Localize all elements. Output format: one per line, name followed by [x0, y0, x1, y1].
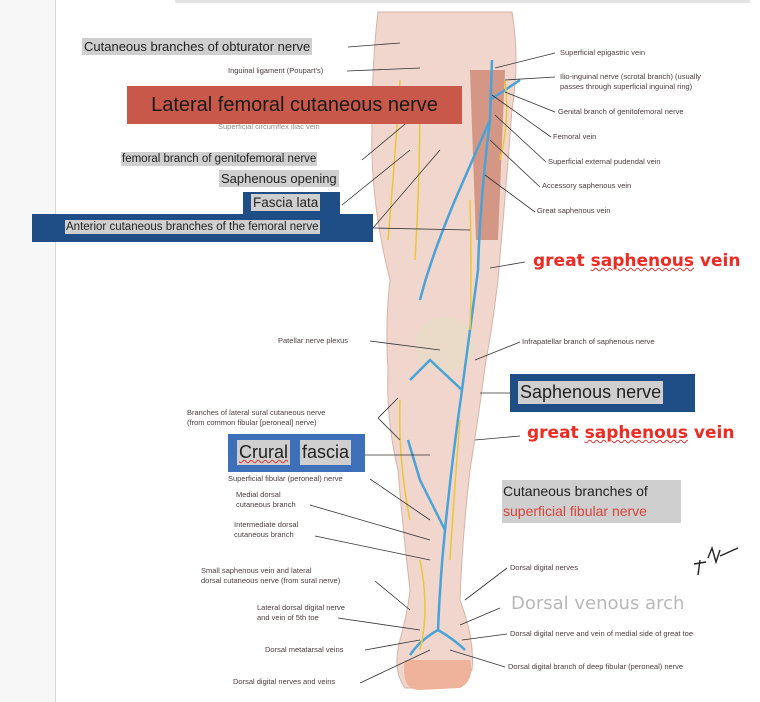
label-fascia: fascia: [300, 440, 352, 465]
spellcheck-word: saphenous: [590, 251, 695, 271]
label-epigastric: Superficial epigastric vein: [560, 48, 646, 57]
label-digital-nerves-veins: Dorsal digital nerves and veins: [233, 677, 336, 686]
great-saphenous-text-1: great saphenous vein: [533, 251, 741, 271]
label-intermediate-1: Intermediate dorsal: [234, 520, 299, 529]
label-lateral-sural-1: Branches of lateral sural cutaneous nerv…: [187, 408, 326, 417]
label-saphenous-nerve: Saphenous nerve: [518, 381, 664, 404]
label-intermediate-2: cutaneous branch: [234, 530, 294, 539]
label-genital-branch: Genital branch of genitofemoral nerve: [558, 107, 684, 116]
label-metatarsal: Dorsal metatarsal veins: [265, 645, 344, 654]
label-great-saphenous-small: Great saphenous vein: [537, 206, 611, 215]
saphenous-nerve-box: Saphenous nerve: [510, 374, 695, 412]
cutaneous-fibular-line-1: Cutaneous branches of: [503, 483, 648, 499]
label-small-saphenous-1: Small saphenous vein and lateral: [201, 566, 312, 575]
fascia-lata-box: Fascia lata: [243, 192, 340, 216]
label-cutaneous-fibular: Cutaneous branches of superficial fibula…: [502, 480, 681, 523]
label-femoral-vein: Femoral vein: [553, 132, 597, 141]
label-fascia-lata: Fascia lata: [251, 194, 321, 211]
label-inguinal: Inguinal ligament (Poupart's): [228, 66, 324, 75]
label-lateral-femoral: Lateral femoral cutaneous nerve: [127, 86, 462, 124]
label-pudendal: Superficial external pudendal vein: [548, 157, 661, 166]
label-genitofemoral: femoral branch of genitofemoral nerve: [121, 152, 318, 166]
label-ilioinguinal-2: passes through superficial inguinal ring…: [560, 82, 693, 91]
label-accessory: Accessory saphenous vein: [542, 181, 632, 190]
label-medial-dorsal-1: Medial dorsal: [236, 490, 281, 499]
cutaneous-fibular-line-2: superficial fibular nerve: [503, 503, 647, 519]
label-crural: Crural: [237, 440, 291, 465]
label-lateral-digital-2: and vein of 5th toe: [257, 613, 319, 622]
veins: [406, 59, 521, 656]
label-circumflex: Superficial circumflex iliac vein: [218, 122, 320, 131]
label-superficial-fibular: Superficial fibular (peroneal) nerve: [228, 474, 343, 483]
label-lateral-digital-1: Lateral dorsal digital nerve: [257, 603, 345, 612]
label-great-saphenous-red-2: great saphenous vein: [527, 423, 734, 443]
signature-mark: [693, 545, 739, 576]
label-great-toe: Dorsal digital nerve and vein of medial …: [510, 629, 694, 638]
label-deep-fibular: Dorsal digital branch of deep fibular (p…: [508, 662, 684, 671]
crural-fascia-box: Crural fascia: [228, 434, 365, 472]
label-dorsal-digital: Dorsal digital nerves: [510, 563, 578, 572]
spellcheck-word: saphenous: [584, 423, 689, 443]
left-panel: [0, 0, 56, 702]
label-ilioinguinal-1: Ilio-inguinal nerve (scrotal branch) (us…: [560, 72, 701, 81]
label-venous-arch: Dorsal venous arch: [511, 593, 685, 614]
label-great-saphenous-red-1: great saphenous vein: [533, 251, 740, 271]
label-small-saphenous-2: dorsal cutaneous nerve (from sural nerve…: [201, 576, 341, 585]
label-saphenous-opening: Saphenous opening: [219, 170, 339, 187]
label-patellar: Patellar nerve plexus: [278, 336, 349, 345]
leader-lines: [309, 42, 556, 684]
lateral-femoral-text: Lateral femoral cutaneous nerve: [151, 93, 438, 116]
label-medial-dorsal-2: cutaneous branch: [236, 500, 296, 509]
anterior-cutaneous-box: Anterior cutaneous branches of the femor…: [32, 214, 373, 242]
top-bar: [175, 0, 750, 3]
thigh-muscle: [470, 70, 505, 240]
label-infrapatellar: Infrapatellar branch of saphenous nerve: [522, 337, 655, 346]
label-obturator: Cutaneous branches of obturator nerve: [82, 38, 313, 55]
label-anterior-cutaneous: Anterior cutaneous branches of the femor…: [65, 220, 320, 234]
foot-toes: [404, 660, 472, 690]
label-lateral-sural-2: (from common fibular [peroneal] nerve): [187, 418, 317, 427]
great-saphenous-text-2: great saphenous vein: [527, 423, 735, 443]
